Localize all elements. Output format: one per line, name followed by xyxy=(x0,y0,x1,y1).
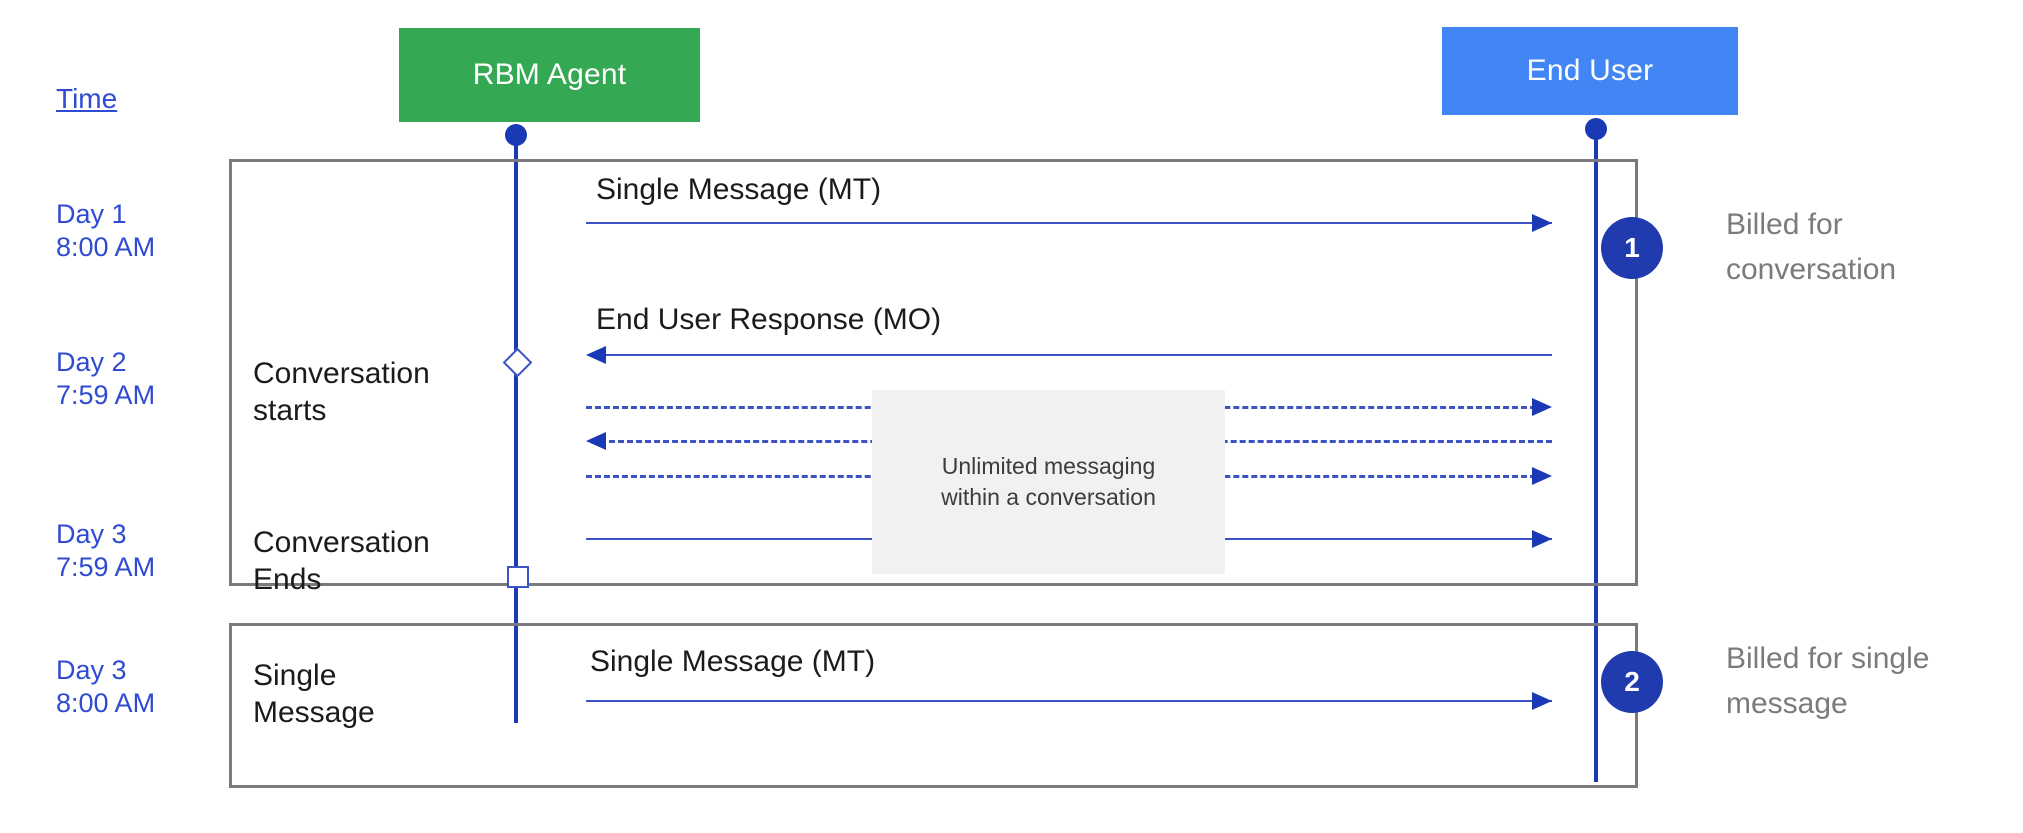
time-label-day2: Day 2 7:59 AM xyxy=(56,347,156,410)
arrowhead-right-icon xyxy=(1532,214,1552,232)
arrowhead-right-icon xyxy=(1532,530,1552,548)
callout-badge-1-number: 1 xyxy=(1624,232,1640,263)
message-arrow-mt-2 xyxy=(586,700,1552,702)
time-column-heading: Time xyxy=(56,83,118,114)
message-arrow-mt-1 xyxy=(586,222,1552,224)
arrowhead-left-icon xyxy=(586,432,606,450)
message-caption-mt-2: Single Message (MT) xyxy=(590,645,876,678)
label-conversation-ends: Conversation Ends xyxy=(253,526,430,596)
arrowhead-right-icon xyxy=(1532,692,1552,710)
message-caption-mt-1: Single Message (MT) xyxy=(596,173,882,206)
time-label-day3-single-message: Day 3 8:00 AM xyxy=(56,655,156,718)
lifeline-end-user xyxy=(1594,122,1598,782)
note-unlimited-messaging-text: Unlimited messaging within a conversatio… xyxy=(941,453,1156,510)
note-unlimited-messaging: Unlimited messaging within a conversatio… xyxy=(872,390,1225,574)
callout-badge-1: 1 xyxy=(1601,217,1663,279)
time-label-day1: Day 1 8:00 AM xyxy=(56,199,156,262)
actor-end-user-label: End User xyxy=(1526,54,1654,87)
actor-end-user: End User xyxy=(1442,27,1738,115)
callout-badge-2: 2 xyxy=(1601,651,1663,713)
actor-rbm-agent: RBM Agent xyxy=(399,28,700,122)
callout-text-2: Billed for single message xyxy=(1726,642,1930,720)
arrowhead-left-icon xyxy=(586,346,606,364)
message-arrow-mo-1 xyxy=(600,354,1552,356)
frame-conversation xyxy=(229,159,1638,586)
callout-text-1: Billed for conversation xyxy=(1726,208,1897,286)
message-caption-mo-1: End User Response (MO) xyxy=(596,303,942,336)
arrowhead-right-icon xyxy=(1532,398,1552,416)
lifeline-rbm-agent xyxy=(514,128,518,723)
time-label-day3-conversation-end: Day 3 7:59 AM xyxy=(56,519,156,582)
actor-rbm-agent-label: RBM Agent xyxy=(472,58,627,91)
label-conversation-starts: Conversation starts xyxy=(253,357,430,427)
label-single-message: Single Message xyxy=(253,659,375,729)
frame-single-message xyxy=(229,623,1638,788)
conversation-end-square-icon xyxy=(507,566,529,588)
arrowhead-right-icon xyxy=(1532,467,1552,485)
callout-badge-2-number: 2 xyxy=(1624,666,1640,697)
